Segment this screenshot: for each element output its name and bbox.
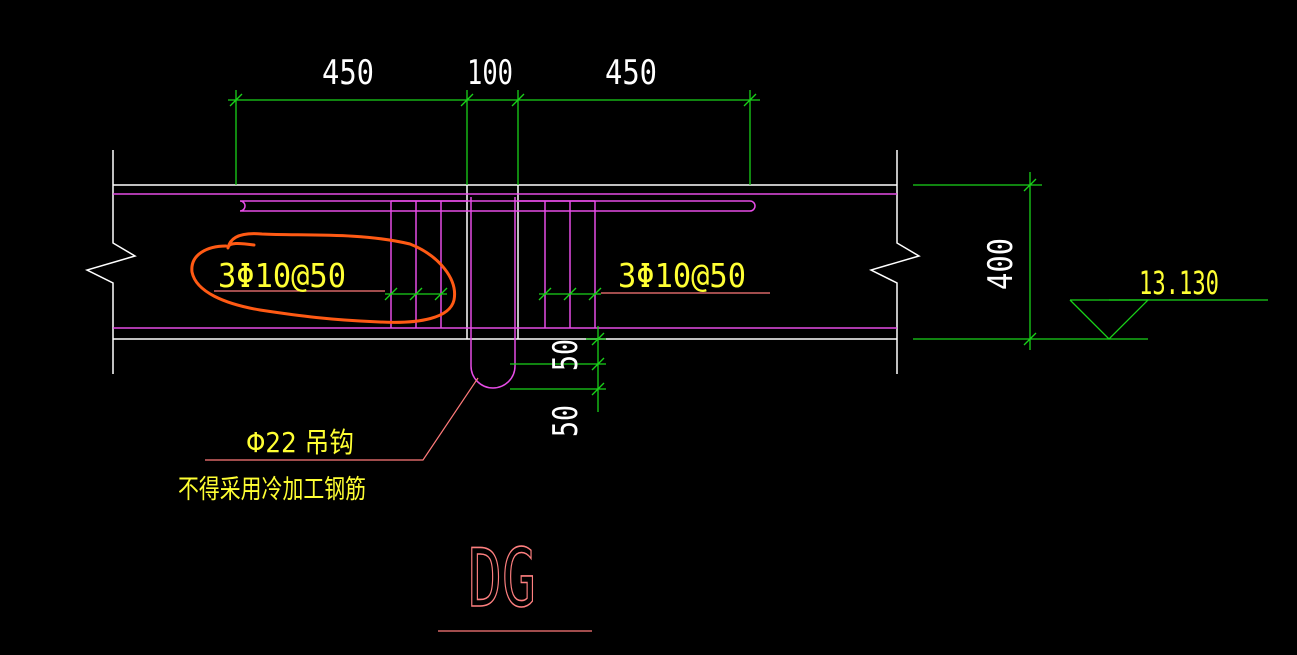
tick-1 <box>229 93 243 107</box>
bt-tick-3 <box>591 382 605 396</box>
left-stirrup-label: 3Φ10@50 <box>218 256 346 295</box>
lifting-hook-bar <box>470 197 516 389</box>
dimension-texts: 450 100 450 400 50 50 <box>322 53 1021 437</box>
tick-h-top <box>1023 178 1037 192</box>
freehand-markup-circle <box>190 232 457 324</box>
bt-tick-1 <box>591 332 605 346</box>
tick-h-bottom <box>1023 332 1037 346</box>
dim-text-100: 100 <box>467 53 513 93</box>
right-stirrup-label: 3Φ10@50 <box>618 256 746 295</box>
rs-tick-3 <box>588 287 602 301</box>
drawing-title: DG <box>468 532 536 625</box>
tick-4 <box>743 93 757 107</box>
hook-leader-line <box>205 377 479 461</box>
ls-tick-2 <box>409 287 423 301</box>
tick-2 <box>460 93 474 107</box>
top-hooked-bar <box>239 200 756 212</box>
annotation-texts: 13.130 3Φ10@50 3Φ10@50 Φ22 吊钩 不得采用冷加工钢筋 <box>178 256 1219 505</box>
rebar-group <box>113 193 897 389</box>
elevation-triangle <box>1069 299 1150 340</box>
dim-text-50-a: 50 <box>546 339 586 371</box>
beam-outline <box>84 150 921 374</box>
tick-3 <box>511 93 525 107</box>
dim-text-50-b: 50 <box>546 405 586 437</box>
elevation-text: 13.130 <box>1139 264 1219 302</box>
bt-tick-2 <box>591 357 605 371</box>
right-break-line <box>868 150 921 374</box>
dim-text-450-left: 450 <box>322 53 374 93</box>
rs-tick-1 <box>538 287 552 301</box>
dim-text-400: 400 <box>981 238 1021 290</box>
ls-tick-3 <box>434 287 448 301</box>
hook-label: Φ22 吊钩 <box>246 426 354 459</box>
hook-note: 不得采用冷加工钢筋 <box>178 475 366 505</box>
left-break-line <box>84 150 137 374</box>
dim-text-450-right: 450 <box>605 53 657 93</box>
label-underlines <box>205 290 770 632</box>
rs-tick-2 <box>563 287 577 301</box>
ls-tick-1 <box>384 287 398 301</box>
dimension-group <box>228 90 1268 412</box>
